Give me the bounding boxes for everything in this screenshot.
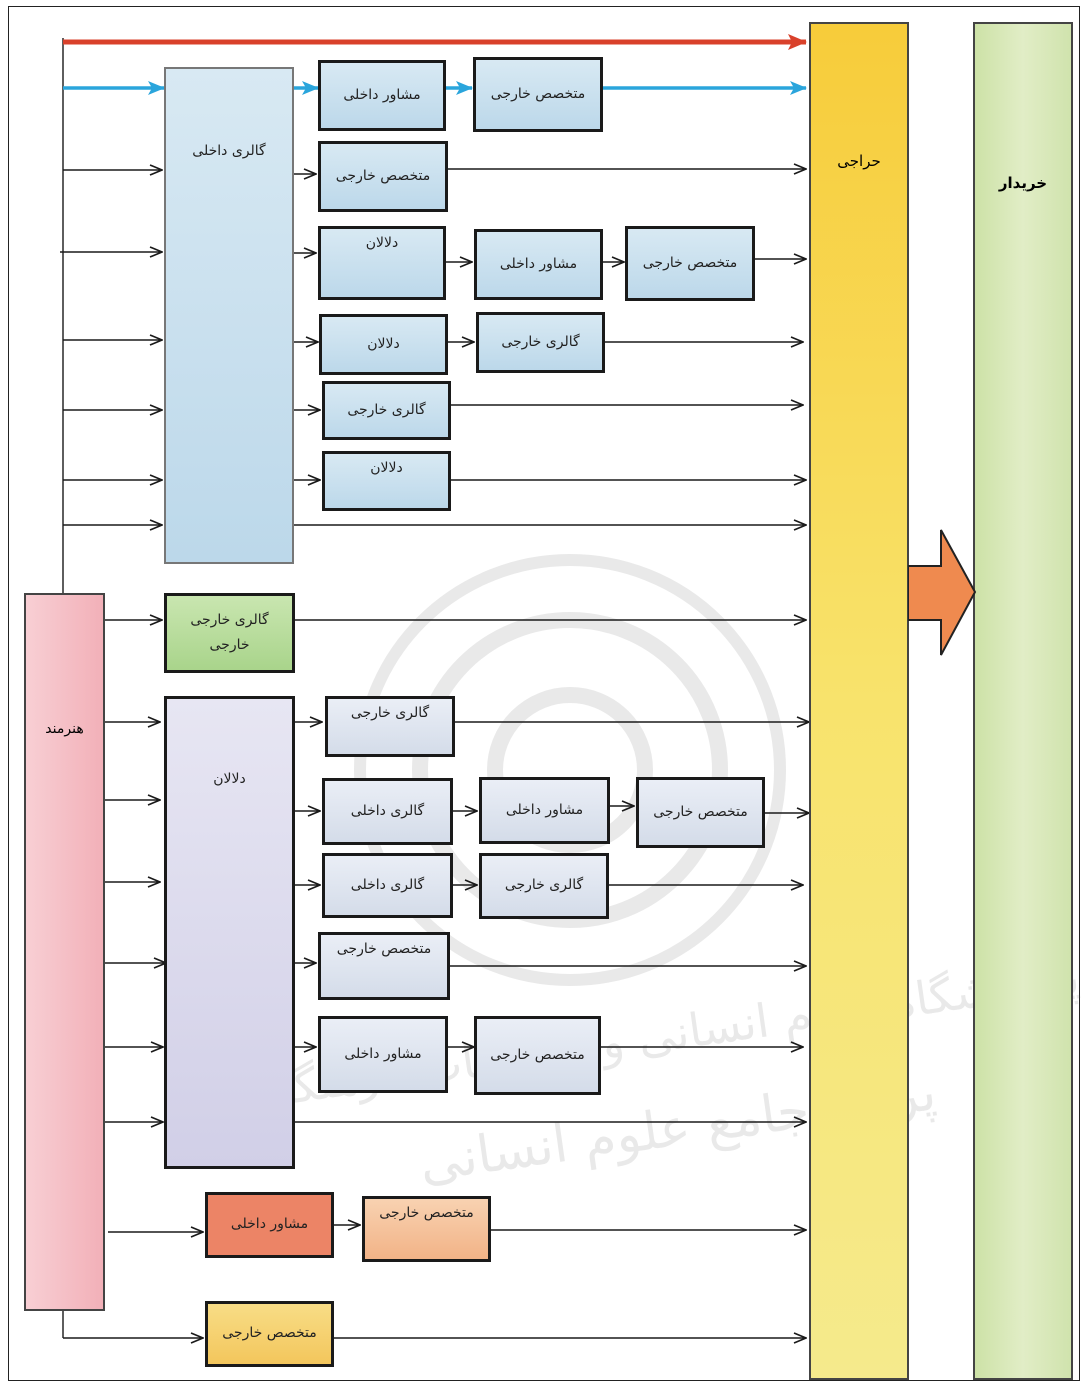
buyer-label: خریدار — [998, 174, 1048, 192]
foreign-gallery-box: گالری خارجی خارجی — [164, 593, 295, 673]
node-label: گالری خارجی — [501, 333, 580, 350]
foreign-gallery-label: گالری خارجی — [190, 611, 269, 628]
auction-column: حراجی — [809, 22, 909, 1380]
node-label: مشاور داخلی — [230, 1216, 309, 1233]
node-label: گالری خارجی — [504, 877, 584, 894]
node-foreign-expert: متخصص خارجی — [318, 141, 448, 212]
node-domestic-advisor: مشاور داخلی — [479, 777, 610, 844]
node-dealers: دلالان — [318, 226, 446, 300]
node-label: متخصص خارجی — [490, 1046, 585, 1063]
node-dealers: دلالان — [322, 451, 451, 511]
node-label: مشاور داخلی — [505, 801, 584, 818]
node-label: متخصص خارجی — [490, 85, 586, 102]
node-label: دلالان — [367, 335, 400, 352]
diagram-frame — [8, 6, 1080, 1381]
node-domestic-advisor: مشاور داخلی — [318, 1016, 448, 1093]
node-dealers: دلالان — [319, 314, 448, 375]
node-label: مشاور داخلی — [343, 86, 421, 103]
node-domestic-advisor: مشاور داخلی — [318, 60, 446, 131]
buyer-column: خریدار — [973, 22, 1073, 1380]
node-foreign-expert: متخصص خارجی — [473, 57, 603, 132]
domestic-gallery-label: گالری داخلی — [192, 143, 266, 159]
node-domestic-advisor: مشاور داخلی — [474, 229, 603, 300]
node-label: گالری خارجی — [350, 705, 430, 721]
node-foreign-expert-last: متخصص خارجی — [205, 1301, 334, 1367]
node-label: گالری داخلی — [350, 802, 425, 819]
artist-column: هنرمند — [24, 593, 105, 1311]
node-label: متخصص خارجی — [379, 1205, 474, 1221]
node-domestic-gallery: گالری داخلی — [322, 778, 453, 845]
node-label: متخصص خارجی — [336, 941, 432, 957]
auction-label: حراجی — [837, 152, 881, 170]
node-domestic-advisor-bottom: مشاور داخلی — [205, 1192, 334, 1258]
node-foreign-expert-bottom: متخصص خارجی — [362, 1196, 491, 1262]
node-label: متخصص خارجی — [653, 803, 748, 820]
node-foreign-gallery: گالری خارجی — [325, 696, 455, 757]
node-foreign-expert: متخصص خارجی — [474, 1016, 601, 1095]
artist-label: هنرمند — [45, 721, 84, 737]
node-foreign-gallery: گالری خارجی — [479, 853, 609, 919]
node-label: دلالان — [365, 235, 399, 251]
domestic-gallery-group: گالری داخلی — [164, 67, 294, 564]
node-foreign-gallery: گالری خارجی — [476, 312, 605, 373]
node-foreign-gallery: گالری خارجی — [322, 381, 451, 440]
node-foreign-expert: متخصص خارجی — [318, 932, 450, 1000]
node-label: دلالان — [370, 460, 403, 476]
node-label: متخصص خارجی — [335, 167, 431, 184]
foreign-gallery-sublabel: خارجی — [209, 637, 250, 653]
node-domestic-gallery: گالری داخلی — [322, 853, 453, 918]
node-label: گالری داخلی — [350, 876, 425, 893]
dealers-group: دلالان — [164, 696, 295, 1169]
auction-to-buyer-arrow — [908, 529, 977, 656]
node-label: مشاور داخلی — [344, 1045, 422, 1062]
node-foreign-expert: متخصص خارجی — [625, 226, 755, 301]
node-label: متخصص خارجی — [642, 254, 738, 271]
node-label: گالری خارجی — [347, 401, 426, 418]
node-foreign-expert: متخصص خارجی — [636, 777, 765, 848]
node-label: متخصص خارجی — [222, 1325, 317, 1342]
node-label: مشاور داخلی — [499, 255, 578, 272]
dealers-label: دلالان — [213, 771, 246, 787]
